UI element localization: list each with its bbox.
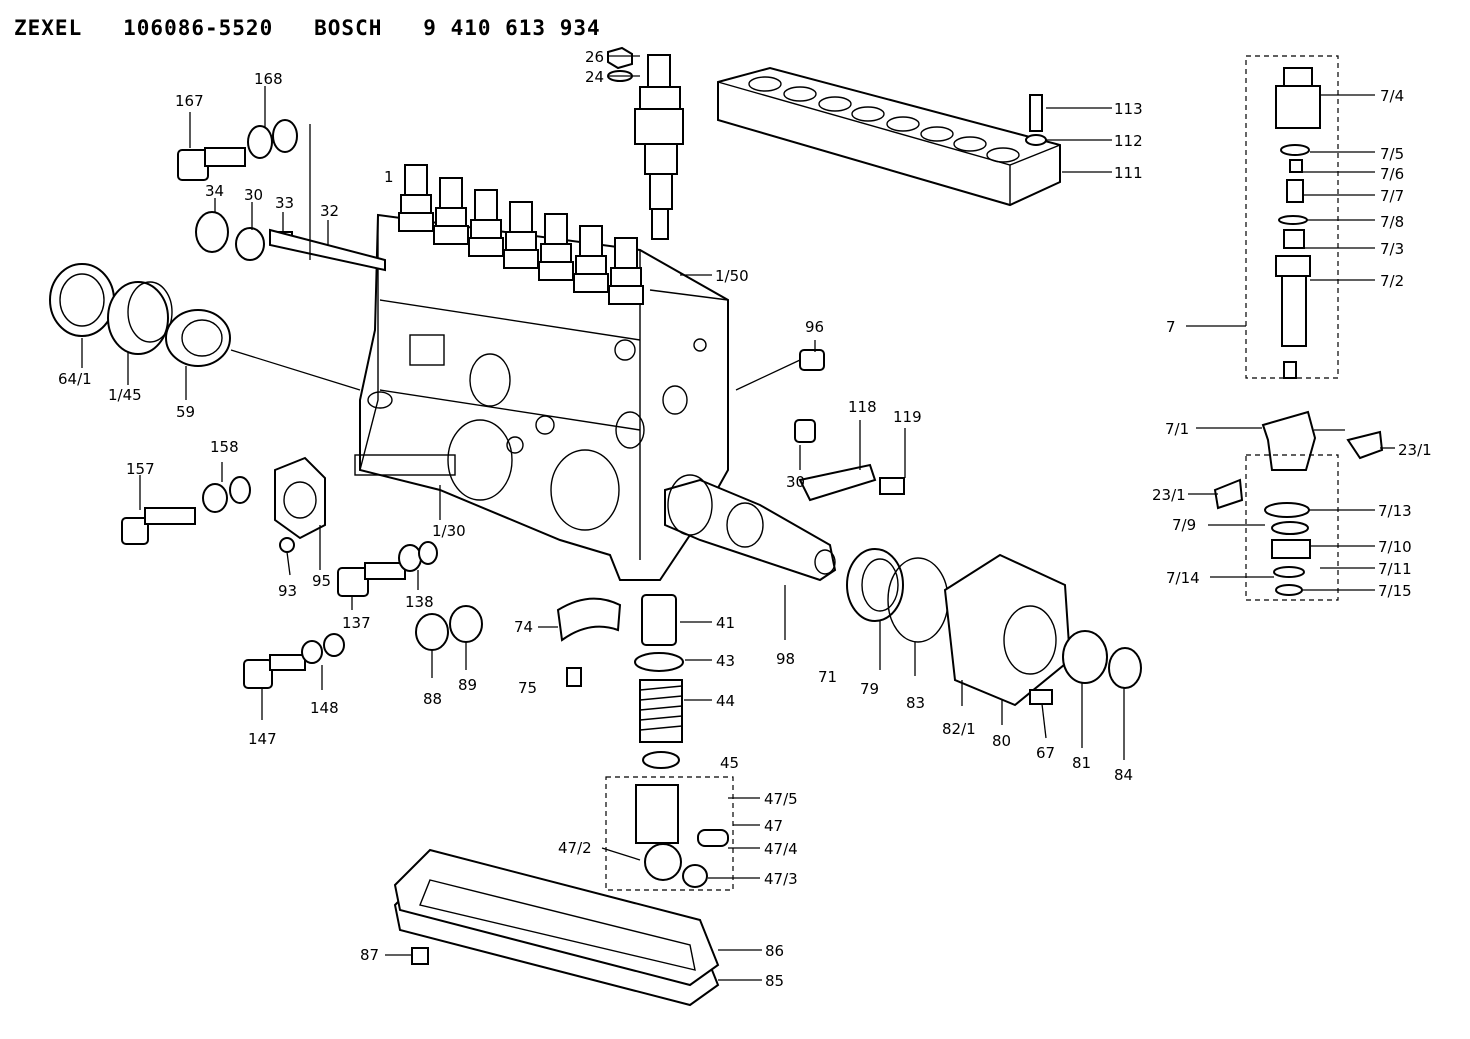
label-44: 44 (716, 692, 735, 710)
label-7-10: 7/10 (1378, 538, 1412, 556)
label-7-6: 7/6 (1380, 165, 1404, 183)
label-81: 81 (1072, 754, 1091, 772)
label-7-2: 7/2 (1380, 272, 1404, 290)
label-47-4: 47/4 (764, 840, 798, 858)
label-7-4: 7/4 (1380, 87, 1404, 105)
label-7-14: 7/14 (1166, 569, 1200, 587)
label-148: 148 (310, 699, 339, 717)
label-167: 167 (175, 92, 204, 110)
label-64-1: 64/1 (58, 370, 92, 388)
label-93: 93 (278, 582, 297, 600)
leader-lines (81, 55, 1395, 981)
label-157: 157 (126, 460, 155, 478)
label-83: 83 (906, 694, 925, 712)
label-84: 84 (1114, 766, 1133, 784)
camshaft (664, 474, 837, 582)
label-1: 1 (384, 168, 394, 186)
label-30-right: 30 (786, 473, 805, 491)
label-7: 7 (1166, 318, 1176, 336)
label-33: 33 (275, 194, 294, 212)
label-85: 85 (765, 972, 784, 990)
label-87: 87 (360, 946, 379, 964)
label-1-45: 1/45 (108, 386, 142, 404)
label-118: 118 (848, 398, 877, 416)
label-86: 86 (765, 942, 784, 960)
label-67: 67 (1036, 744, 1055, 762)
label-7-11: 7/11 (1378, 560, 1412, 578)
label-47-2: 47/2 (558, 839, 592, 857)
diagram-title: ZEXEL 106086-5520 BOSCH 9 410 613 934 (14, 16, 601, 40)
label-138: 138 (405, 593, 434, 611)
label-111: 111 (1114, 164, 1143, 182)
delivery-valve-holders (398, 164, 644, 305)
label-26: 26 (585, 48, 604, 66)
label-147: 147 (248, 730, 277, 748)
label-7-15: 7/15 (1378, 582, 1412, 600)
label-74: 74 (514, 618, 533, 636)
label-168: 168 (254, 70, 283, 88)
label-41: 41 (716, 614, 735, 632)
label-7-3: 7/3 (1380, 240, 1404, 258)
label-113: 113 (1114, 100, 1143, 118)
part-labels: 1 26 24 113 112 111 168 167 34 30 33 32 … (58, 48, 1432, 990)
pump-housing (354, 213, 729, 581)
pump-element-assembly (1213, 55, 1384, 601)
label-98: 98 (776, 650, 795, 668)
label-80: 80 (992, 732, 1011, 750)
flange-bearing-parts (794, 349, 1142, 707)
label-89: 89 (458, 676, 477, 694)
label-23-1-right: 23/1 (1398, 441, 1432, 459)
tappet-assembly (556, 594, 734, 891)
label-71: 71 (818, 668, 837, 686)
label-112: 112 (1114, 132, 1143, 150)
label-95: 95 (312, 572, 331, 590)
label-7-1: 7/1 (1165, 420, 1189, 438)
label-24: 24 (585, 68, 604, 86)
label-82-1: 82/1 (942, 720, 976, 738)
left-parts (49, 119, 483, 965)
label-79: 79 (860, 680, 879, 698)
label-32: 32 (320, 202, 339, 220)
delivery-valve-assembly (607, 46, 684, 240)
label-158: 158 (210, 438, 239, 456)
label-7-5: 7/5 (1380, 145, 1404, 163)
label-7-9: 7/9 (1172, 516, 1196, 534)
label-96: 96 (805, 318, 824, 336)
label-23-1-left: 23/1 (1152, 486, 1186, 504)
label-47-3: 47/3 (764, 870, 798, 888)
label-137: 137 (342, 614, 371, 632)
label-45: 45 (720, 754, 739, 772)
bottom-gaskets (393, 848, 720, 1007)
label-43: 43 (716, 652, 735, 670)
top-cover (717, 66, 1061, 207)
label-34: 34 (205, 182, 224, 200)
label-75: 75 (518, 679, 537, 697)
label-7-7: 7/7 (1380, 187, 1404, 205)
label-30-top: 30 (244, 186, 263, 204)
label-47-5: 47/5 (764, 790, 798, 808)
label-59: 59 (176, 403, 195, 421)
label-119: 119 (893, 408, 922, 426)
label-1-30: 1/30 (432, 522, 466, 540)
label-1-50: 1/50 (715, 267, 749, 285)
label-47: 47 (764, 817, 783, 835)
label-7-13: 7/13 (1378, 502, 1412, 520)
label-88: 88 (423, 690, 442, 708)
label-7-8: 7/8 (1380, 213, 1404, 231)
